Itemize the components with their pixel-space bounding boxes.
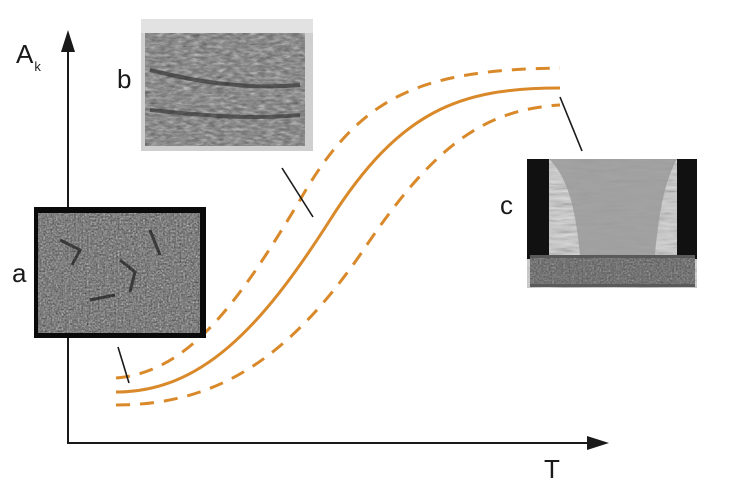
fracture-photo-b <box>141 19 313 151</box>
lower-scatter-band <box>115 103 561 407</box>
mean-transition-curve <box>115 86 561 394</box>
fracture-photo-c <box>527 159 697 288</box>
x-axis-arrow <box>587 436 609 450</box>
x-axis-label: T <box>544 454 560 484</box>
y-axis-arrow <box>61 30 75 52</box>
fracture-photo-a <box>34 207 206 338</box>
transition-curves <box>115 66 561 407</box>
photo-a-label: a <box>12 258 27 288</box>
leader-line-a <box>117 346 130 384</box>
leader-line-c <box>559 96 583 152</box>
y-axis-label: Ak <box>16 39 41 74</box>
photo-b-label: b <box>117 64 131 94</box>
photo-c-label: c <box>500 190 513 220</box>
leader-lines <box>117 96 583 384</box>
upper-scatter-band <box>115 66 561 380</box>
leader-line-b <box>281 167 314 218</box>
